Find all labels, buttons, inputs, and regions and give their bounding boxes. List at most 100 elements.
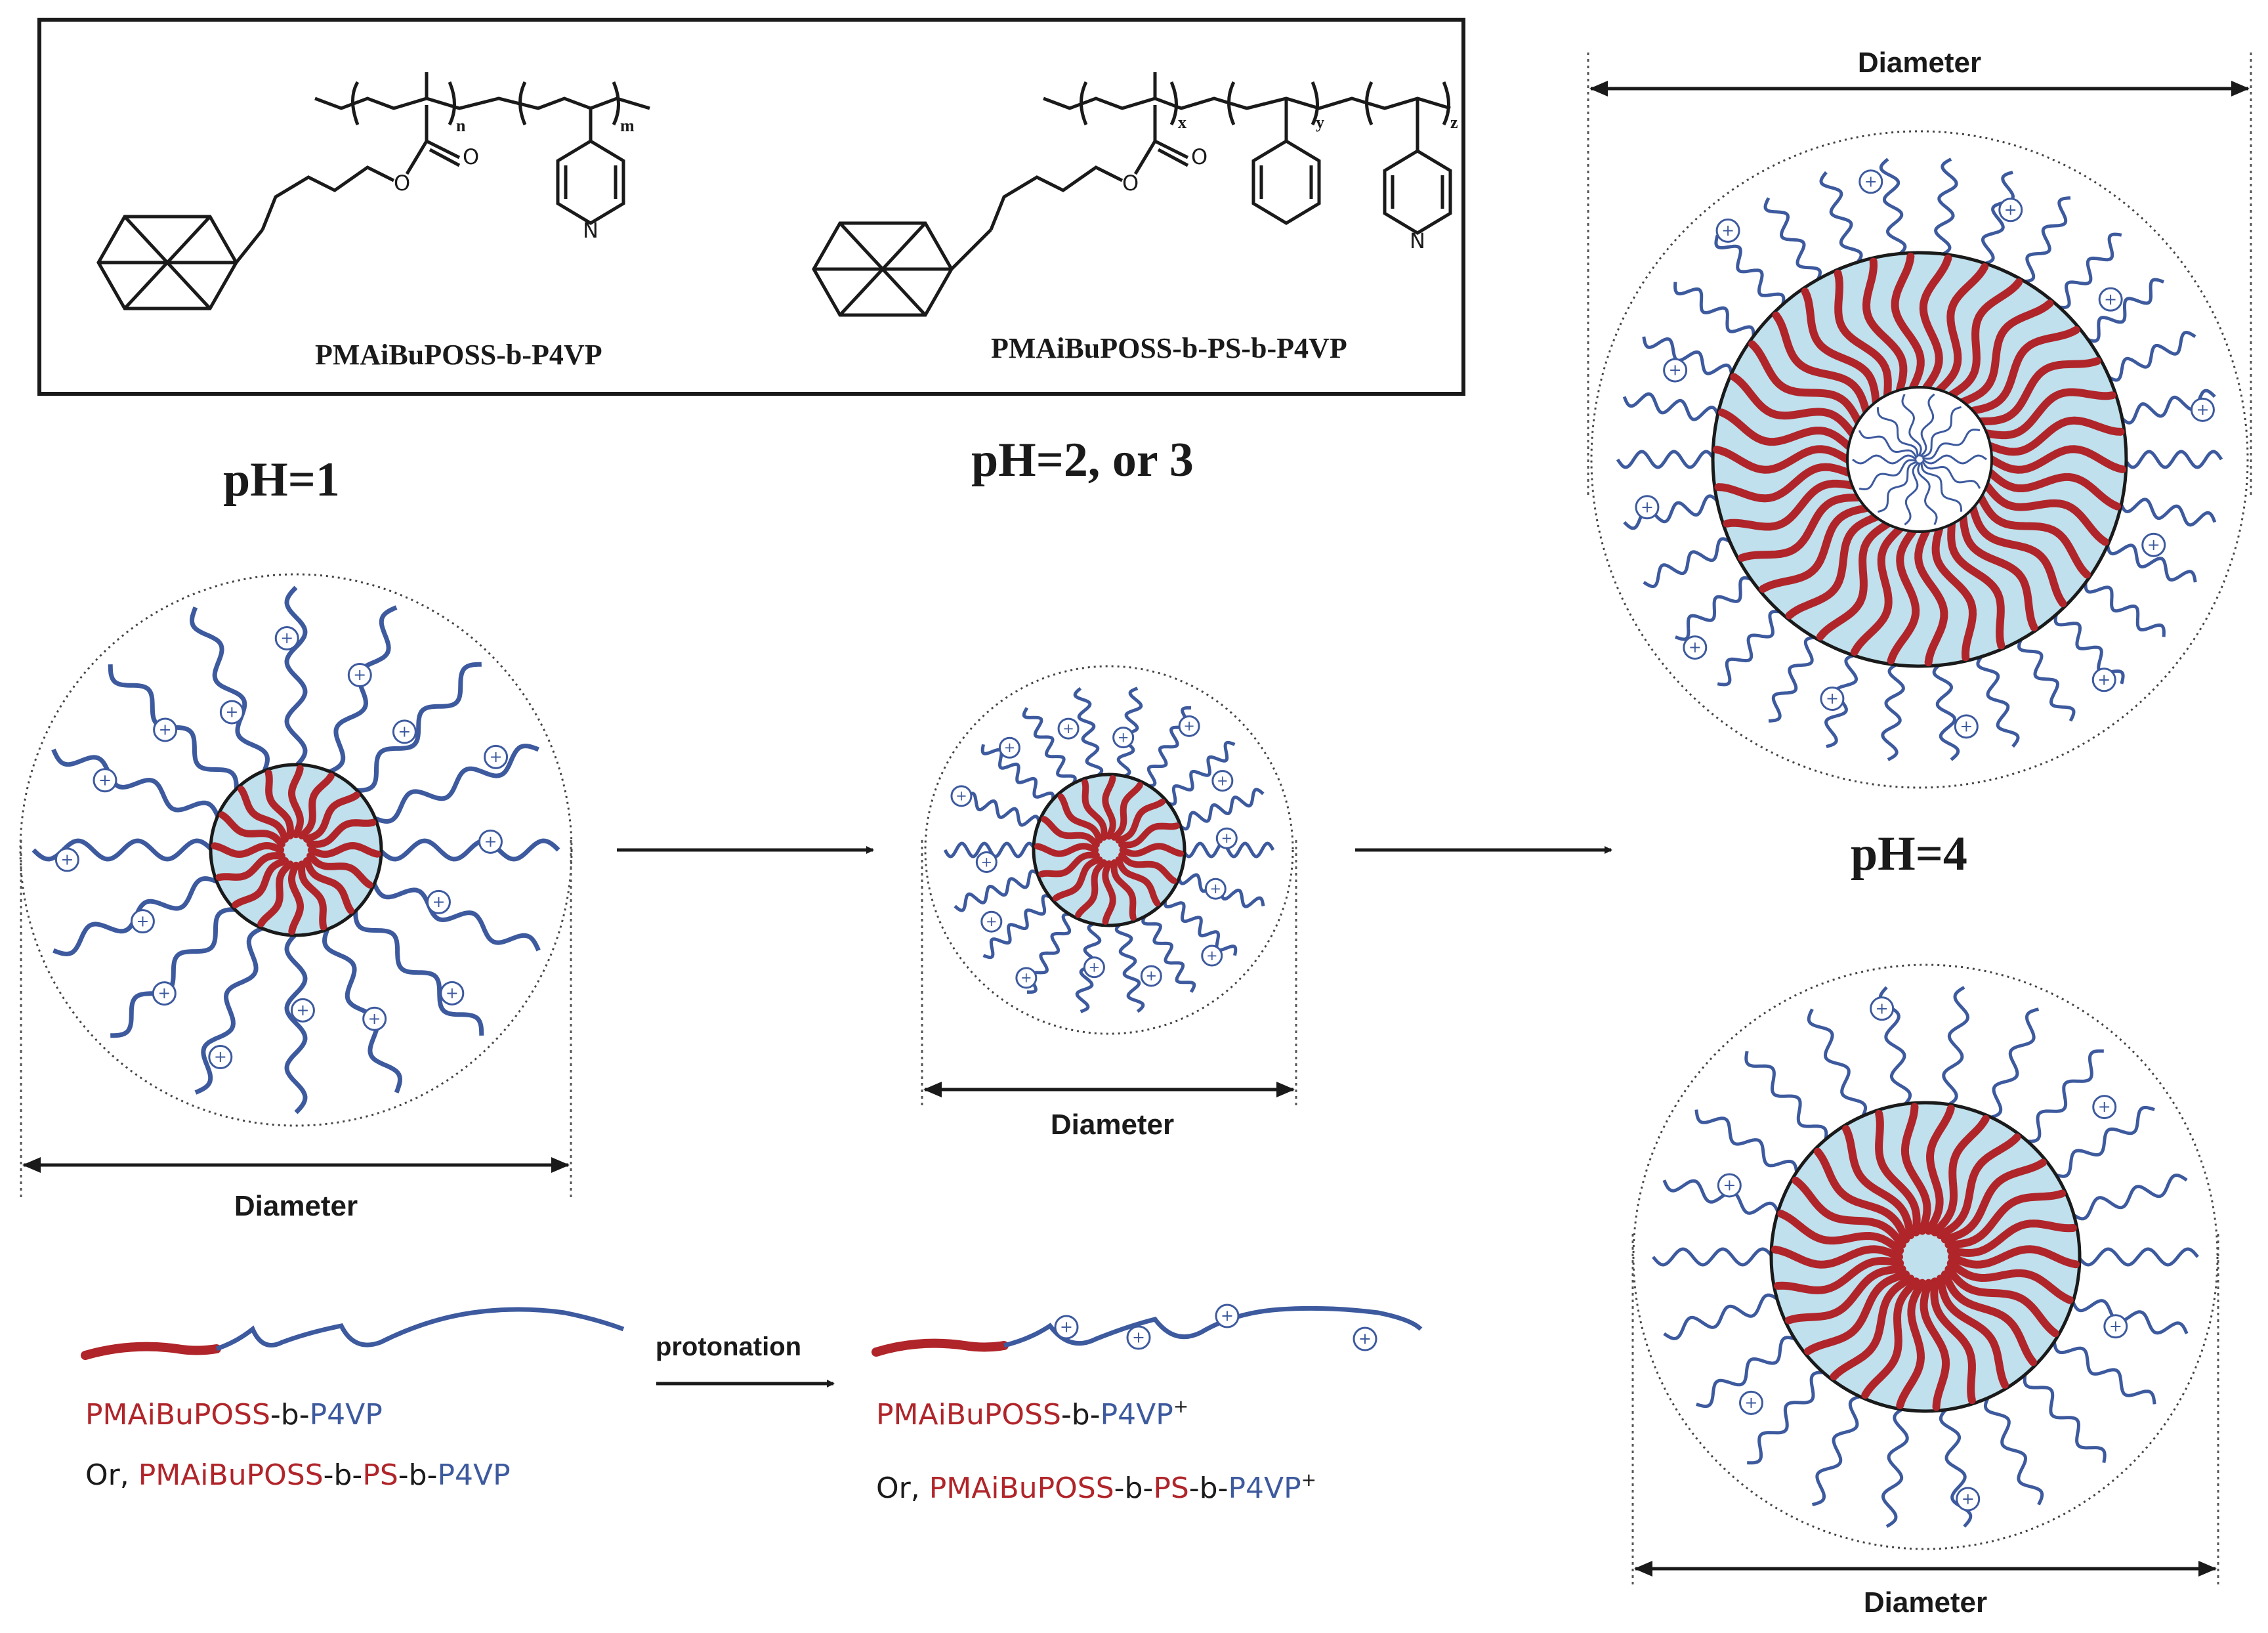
- inner-chain: [1876, 407, 1919, 457]
- corona-chain: [2084, 580, 2166, 637]
- charge-sign: +: [1689, 638, 1702, 656]
- core-block: [1816, 520, 1891, 641]
- phenyl-ring: [1251, 139, 1321, 225]
- diblock-backbone: [314, 96, 650, 110]
- core-block: [1075, 859, 1108, 918]
- core-block: [1959, 299, 2054, 406]
- corona-chain: [1673, 282, 1755, 339]
- legend-or: Or,: [876, 1472, 929, 1505]
- legend-connector: -b-: [1189, 1472, 1228, 1505]
- bracket-m-left: [518, 81, 527, 125]
- charge-sign: +: [2004, 200, 2017, 219]
- core-block: [1041, 816, 1100, 849]
- core-block: [1038, 851, 1100, 878]
- core-block: [1896, 1279, 1927, 1409]
- legend-block-ps: PS: [1153, 1472, 1188, 1505]
- corona-chain: [2022, 196, 2071, 284]
- diblock-carbonyl-o: O: [463, 144, 479, 169]
- micelle-boundary: [924, 665, 1294, 1035]
- diblock-structure: [96, 72, 650, 310]
- core-block: [1919, 254, 1952, 392]
- charge-sign: +: [1721, 221, 1734, 240]
- charge-sign: +: [1004, 740, 1016, 755]
- vesicle-inner-wall: [1846, 386, 1993, 533]
- corona-chain: [1811, 1394, 1862, 1506]
- bracket-x-left: [1080, 81, 1088, 125]
- core-block: [1118, 851, 1177, 884]
- charge-sign: +: [1020, 970, 1032, 986]
- charge-sign: +: [1221, 830, 1232, 846]
- charge-circle: [1054, 1315, 1079, 1340]
- core-block: [1983, 481, 2109, 546]
- corona-chain: [189, 606, 270, 773]
- corona-chain: [1983, 1395, 2044, 1506]
- corona-chain: [1163, 897, 1238, 956]
- legend-block-ps: PS: [362, 1458, 398, 1492]
- corona-chain: [1881, 1407, 1909, 1528]
- charge-circle: [208, 1045, 233, 1070]
- core-block: [1924, 1105, 1955, 1235]
- corona-chain: [2053, 1105, 2155, 1178]
- charge-circle: [1126, 1325, 1151, 1350]
- diameter-marker-ph4-large: Diameter: [1587, 47, 2252, 499]
- charge-circle: [1057, 717, 1080, 740]
- core-block: [1986, 416, 2125, 456]
- core-block: [1875, 1109, 1921, 1237]
- legend-block-p4vp: P4VP: [310, 1398, 383, 1432]
- inner-chain: [1858, 459, 1917, 491]
- core-block: [1947, 520, 2006, 650]
- corona-chain: [2070, 1299, 2189, 1335]
- core-block: [1774, 1256, 1904, 1294]
- micelle-boundary: [19, 573, 573, 1127]
- corona-chain: [110, 907, 237, 1038]
- corona-chain: [1181, 841, 1275, 859]
- inner-chain: [1920, 393, 1935, 457]
- corona-chain: [1714, 234, 1786, 308]
- bracket-x-right: [1169, 81, 1178, 126]
- core-block: [1920, 1279, 1950, 1411]
- charge-circle: [1204, 878, 1227, 900]
- core-block: [1988, 445, 2126, 474]
- charge-sign: +: [1217, 773, 1228, 788]
- charge-circle: [219, 700, 244, 725]
- core-block: [1931, 524, 1977, 662]
- protonation-label: protonation: [656, 1332, 801, 1361]
- charge-circle: [1635, 495, 1660, 520]
- legend-neutral-line1: PMAiBuPOSS-b-P4VP: [85, 1398, 383, 1432]
- corona-chain: [2085, 278, 2165, 343]
- core-block: [1771, 1245, 1903, 1269]
- legend-chain-neutral-blue: [215, 1307, 625, 1351]
- charge-circle: [1998, 198, 2023, 223]
- core-block: [1862, 257, 1908, 394]
- charge-sign: +: [1118, 729, 1129, 745]
- poss-cage-line: [839, 222, 927, 316]
- charge-circle: [362, 1006, 387, 1031]
- core-block: [1861, 1277, 1920, 1399]
- poss-link: [950, 228, 992, 270]
- charge-sign: +: [2104, 290, 2117, 308]
- corona-chain: [1881, 662, 1905, 761]
- corona-chain: [355, 662, 482, 793]
- charge-circle: [1715, 218, 1740, 243]
- corona-chain: [1022, 707, 1077, 787]
- corona-chain: [1674, 576, 1754, 641]
- corona-chain: [1747, 1370, 1826, 1465]
- core-block: [1948, 1245, 2080, 1269]
- core-block: [1713, 445, 1851, 474]
- charge-circle: [93, 768, 117, 793]
- corona-chain: [1652, 1247, 1774, 1267]
- corona-chain: [982, 894, 1053, 960]
- corona-chain: [2123, 450, 2223, 469]
- core-block: [238, 786, 289, 843]
- inner-chain: [1852, 454, 1917, 465]
- charge-sign: +: [2098, 1097, 2111, 1116]
- charge-circle: [290, 998, 315, 1023]
- micelle-ph4: ++++++: [1632, 964, 2219, 1550]
- charge-sign: +: [1864, 172, 1878, 190]
- charge-sign: +: [280, 629, 293, 647]
- charge-sign: +: [2097, 670, 2110, 689]
- triblock-name: PMAiBuPOSS-b-PS-b-P4VP: [991, 332, 1347, 364]
- charge-sign: +: [158, 984, 171, 1002]
- core-block: [1714, 463, 1853, 503]
- charge-circle: [152, 981, 177, 1006]
